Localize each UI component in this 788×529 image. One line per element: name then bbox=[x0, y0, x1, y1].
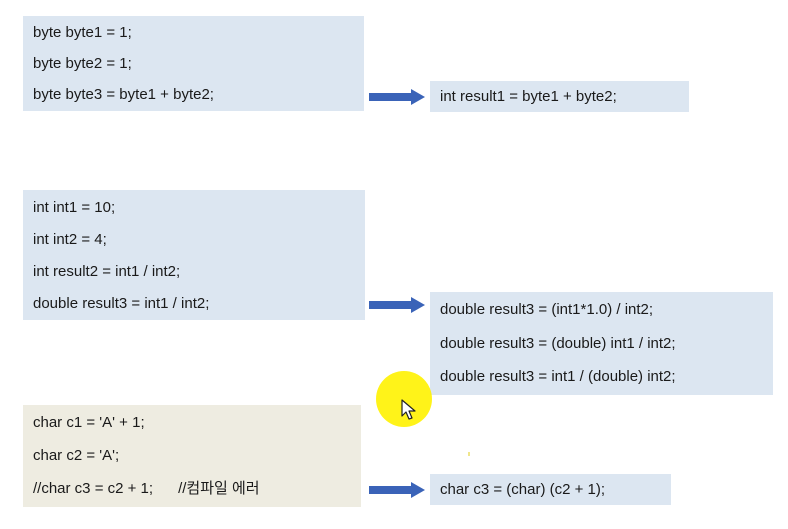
screen-artifact bbox=[468, 452, 470, 456]
code-box-int-left: int int1 = 10; int int2 = 4; int result2… bbox=[23, 190, 365, 320]
right-arrow-icon bbox=[369, 89, 425, 105]
code-line: int int2 = 4; bbox=[33, 231, 107, 248]
code-line: double result3 = int1 / int2; bbox=[33, 295, 210, 312]
code-box-char-left: char c1 = 'A' + 1; char c2 = 'A'; //char… bbox=[23, 405, 361, 507]
cursor-highlight bbox=[376, 371, 432, 427]
code-box-int-right: double result3 = (int1*1.0) / int2; doub… bbox=[430, 292, 773, 395]
code-box-byte-right: int result1 = byte1 + byte2; bbox=[430, 81, 689, 112]
right-arrow-icon bbox=[369, 482, 425, 498]
code-line: byte byte3 = byte1 + byte2; bbox=[33, 86, 214, 103]
code-line: int int1 = 10; bbox=[33, 199, 116, 216]
code-line: int result2 = int1 / int2; bbox=[33, 263, 181, 280]
code-line: int result1 = byte1 + byte2; bbox=[440, 88, 617, 105]
code-line: double result3 = (int1*1.0) / int2; bbox=[440, 301, 654, 318]
code-box-char-right: char c3 = (char) (c2 + 1); bbox=[430, 474, 671, 505]
right-arrow-icon bbox=[369, 297, 425, 313]
code-line: char c1 = 'A' + 1; bbox=[33, 414, 145, 431]
code-line: byte byte1 = 1; bbox=[33, 24, 132, 41]
code-line: char c3 = (char) (c2 + 1); bbox=[440, 481, 606, 498]
code-line: char c2 = 'A'; bbox=[33, 447, 120, 464]
code-line: double result3 = (double) int1 / int2; bbox=[440, 335, 676, 352]
code-box-byte-left: byte byte1 = 1; byte byte2 = 1; byte byt… bbox=[23, 16, 364, 111]
code-line: //char c3 = c2 + 1; //컴파일 에러 bbox=[33, 480, 260, 497]
code-line: double result3 = int1 / (double) int2; bbox=[440, 368, 676, 385]
code-line: byte byte2 = 1; bbox=[33, 55, 132, 72]
mouse-pointer-icon bbox=[401, 399, 416, 420]
